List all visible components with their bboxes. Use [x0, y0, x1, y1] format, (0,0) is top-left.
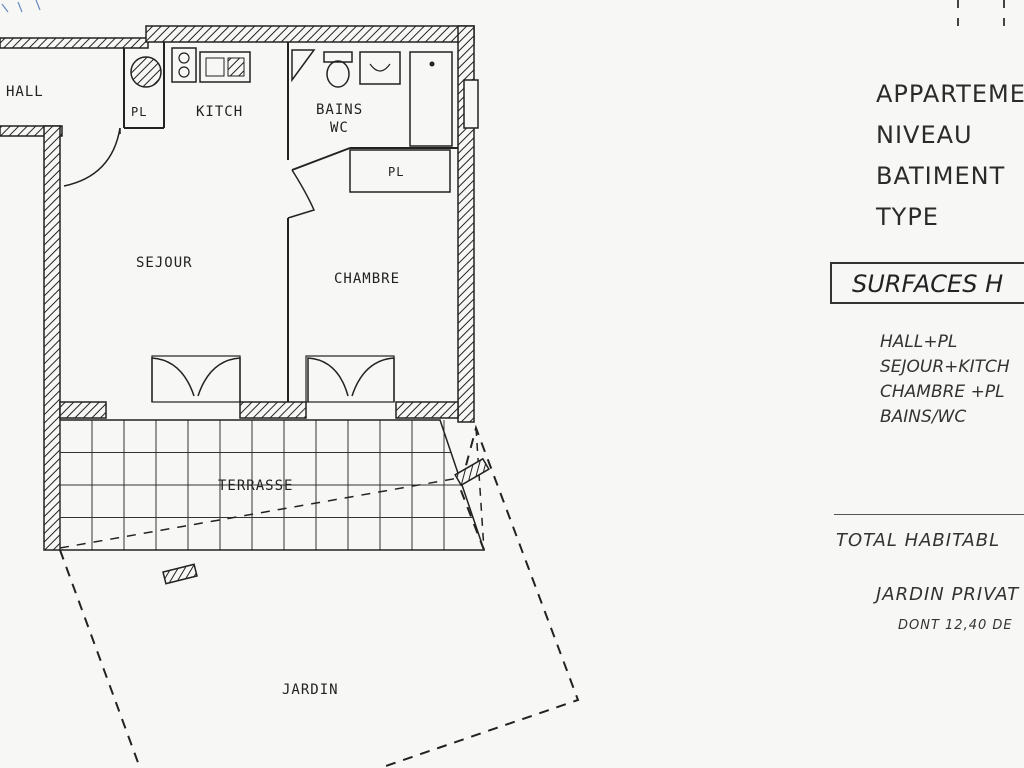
washbasin-corner-icon	[291, 49, 316, 83]
label-hall: HALL	[6, 84, 44, 100]
info-appartement: APPARTEME	[876, 80, 1024, 108]
jardin-boundary	[59, 424, 580, 768]
bath-door-swing	[287, 169, 316, 219]
sejour-french-door-frame	[151, 355, 241, 403]
toilet-icon	[326, 60, 350, 88]
terrace-side-dashed	[475, 427, 485, 551]
top-exterior-wall	[145, 25, 475, 43]
kitchen-sink-icon	[199, 51, 251, 83]
jardin-note: DONT 12,40 DE	[898, 618, 1013, 633]
apartment-info: APPARTEME NIVEAU BATIMENT TYPE	[876, 74, 1024, 238]
washbasin-bowl-icon	[369, 63, 391, 72]
bathtub-drain-icon	[429, 61, 435, 67]
gate-marker	[454, 457, 490, 487]
window-right	[463, 79, 479, 129]
gate-marker	[162, 563, 198, 585]
water-heater-icon	[130, 56, 162, 88]
surfaces-list: HALL+PL SEJOUR+KITCH CHAMBRE +PL BAINS/W…	[880, 330, 1010, 430]
chambre-door-right-swing	[351, 357, 395, 402]
total-divider	[834, 514, 1024, 515]
pl-closet-chambre	[349, 149, 451, 193]
label-chambre: CHAMBRE	[334, 271, 400, 287]
hall-bottom-wall	[0, 125, 63, 137]
jardin-prive: JARDIN PRIVAT	[876, 584, 1020, 605]
sink-drainer-icon	[227, 57, 245, 77]
jardin-inner-dashed	[59, 475, 471, 549]
hall-top-wall	[0, 37, 149, 49]
hall-door-swing	[63, 127, 121, 187]
label-terrasse: TERRASSE	[218, 478, 293, 494]
chambre-french-door-frame	[305, 355, 395, 403]
washbasin-icon	[359, 51, 401, 85]
bottom-wall-seg-3	[395, 401, 459, 419]
bottom-wall-seg-1	[59, 401, 107, 419]
sink-basin-icon	[205, 57, 225, 77]
sejour-door-right-swing	[197, 357, 241, 402]
label-wc: WC	[330, 120, 349, 136]
left-exterior-wall	[43, 125, 61, 551]
info-batiment: BATIMENT	[876, 162, 1006, 190]
stove-icon	[171, 47, 197, 83]
surface-item: BAINS/WC	[880, 407, 967, 427]
label-jardin: JARDIN	[282, 682, 339, 698]
stray-blue-marks	[1, 0, 41, 13]
chambre-door-left-swing	[307, 357, 349, 402]
toilet-tank-icon	[323, 51, 353, 63]
info-type: TYPE	[876, 203, 939, 231]
label-pl-chambre: PL	[388, 165, 404, 179]
surface-item: SEJOUR+KITCH	[880, 357, 1010, 377]
stove-burner-icon	[178, 66, 190, 78]
stove-burner-icon	[178, 52, 190, 64]
label-sejour: SEJOUR	[136, 255, 193, 271]
surfaces-heading: SURFACES H	[830, 262, 1024, 304]
label-bains: BAINS	[316, 102, 363, 118]
bath-lower-wall	[291, 147, 351, 171]
sejour-door-left-swing	[151, 357, 195, 402]
surface-item: CHAMBRE +PL	[880, 382, 1005, 402]
label-kitchen: KITCH	[196, 104, 243, 120]
surface-item: HALL+PL	[880, 332, 958, 352]
bathtub-icon	[409, 51, 453, 147]
total-habitable: TOTAL HABITABL	[836, 530, 1001, 551]
bottom-wall-seg-2	[239, 401, 307, 419]
label-pl-hall: PL	[131, 105, 147, 119]
info-niveau: NIVEAU	[876, 121, 973, 149]
